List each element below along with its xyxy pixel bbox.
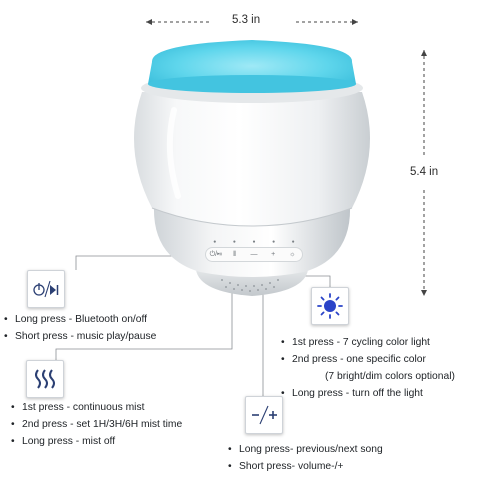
mist-button[interactable]: ⫴ <box>233 250 237 258</box>
bluetooth-play-icon-box <box>27 270 65 308</box>
volume-line-1: Long press- previous/next song <box>239 444 383 455</box>
volume-minus-plus-icon <box>252 405 277 425</box>
button-indicators: ●●●●● <box>213 239 295 245</box>
light-button[interactable]: ☼ <box>289 250 296 258</box>
volume-down-button[interactable]: — <box>250 250 258 258</box>
height-label: 5.4 in <box>410 166 439 178</box>
mist-line-1: 1st press - continuous mist <box>22 402 145 413</box>
volume-up-button[interactable]: + <box>271 250 276 258</box>
mist-icon-box <box>26 360 64 398</box>
light-instructions: •1st press - 7 cycling color light •2nd … <box>281 337 455 399</box>
bluetooth-line-1: Long press - Bluetooth on/off <box>15 314 148 325</box>
mist-icon <box>35 369 55 389</box>
sun-icon <box>317 293 343 319</box>
power-play-icon <box>33 280 59 298</box>
light-line-2: 2nd press - one specific color <box>292 354 426 365</box>
width-label: 5.3 in <box>232 14 261 26</box>
mist-line-2: 2nd press - set 1H/3H/6H mist time <box>22 419 183 430</box>
control-panel: ⏻/⏯ ⫴ — + ☼ <box>205 247 303 262</box>
light-line-1: 1st press - 7 cycling color light <box>292 337 430 348</box>
mist-line-3: Long press - mist off <box>22 436 116 447</box>
light-icon-box <box>311 287 349 325</box>
light-line-3: (7 bright/dim colors optional) <box>325 371 455 382</box>
volume-instructions: •Long press- previous/next song •Short p… <box>228 444 383 472</box>
light-line-4: Long press - turn off the light <box>292 388 423 399</box>
power-play-button[interactable]: ⏻/⏯ <box>209 250 222 258</box>
bluetooth-instructions: •Long press - Bluetooth on/off •Short pr… <box>4 314 157 342</box>
mist-instructions: •1st press - continuous mist •2nd press … <box>11 402 183 447</box>
volume-icon-box <box>245 396 283 434</box>
volume-line-2: Short press- volume-/+ <box>239 461 344 472</box>
bluetooth-line-2: Short press - music play/pause <box>15 331 157 342</box>
